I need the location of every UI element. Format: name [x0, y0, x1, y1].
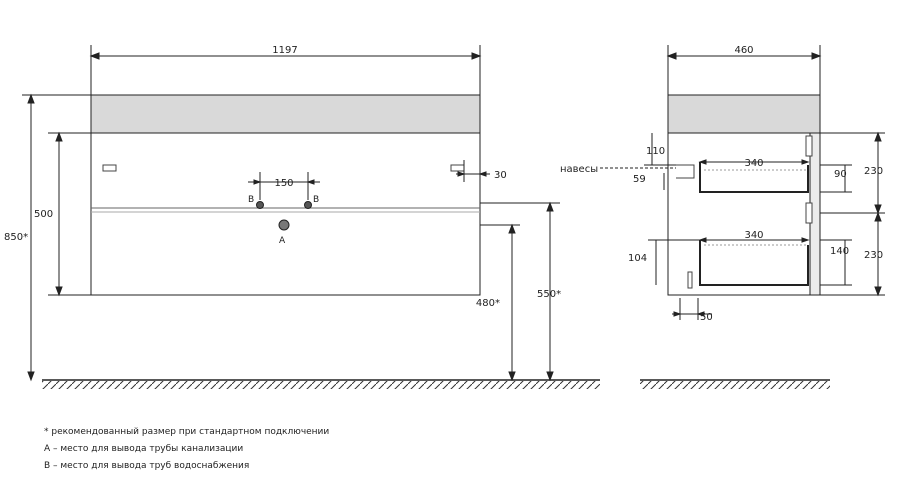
front-hanger-left — [102, 164, 117, 172]
dim-104: 104 — [628, 253, 647, 264]
dim-59: 59 — [633, 174, 646, 185]
side-countertop — [667, 94, 821, 134]
front-countertop — [90, 94, 481, 134]
label-b-left: B — [248, 195, 254, 205]
front-hole-b-right — [304, 201, 312, 209]
dim-50: 50 — [700, 312, 713, 323]
dim-height-total: 850* — [4, 232, 28, 243]
front-hole-b-left — [256, 201, 264, 209]
side-view — [600, 45, 885, 389]
dim-110: 110 — [646, 146, 665, 157]
dim-drain-height: 480* — [476, 298, 500, 309]
dim-90: 90 — [834, 169, 847, 180]
side-drawer-bottom — [699, 240, 809, 286]
front-hanger-right — [450, 164, 465, 172]
front-view — [22, 45, 600, 389]
dim-drawer-bottom-depth: 340 — [744, 230, 763, 241]
dim-hole-spacing: 150 — [274, 178, 293, 189]
dim-drawer-top-depth: 340 — [744, 158, 763, 169]
side-body — [667, 132, 811, 296]
front-floor-hatch — [42, 381, 600, 389]
label-hangers: навесы — [560, 164, 598, 175]
dim-height-body: 500 — [34, 209, 53, 220]
side-drawer-top — [699, 162, 809, 193]
dim-width-front: 1197 — [272, 45, 297, 56]
label-a: A — [279, 236, 286, 246]
front-body — [90, 132, 481, 296]
note-a: А – место для вывода трубы канализации — [44, 444, 244, 454]
dim-230-top: 230 — [864, 166, 883, 177]
note-b: В – место для вывода труб водоснабжения — [44, 461, 250, 471]
side-floor-hatch — [640, 381, 830, 389]
note-recommended: * рекомендованный размер при стандартном… — [44, 427, 330, 437]
dim-supply-height: 550* — [537, 289, 561, 300]
dim-140: 140 — [830, 246, 849, 257]
dim-230-bottom: 230 — [864, 250, 883, 261]
label-b-right: B — [313, 195, 319, 205]
front-hole-a — [278, 219, 290, 231]
dim-hanger-offset: 30 — [494, 170, 507, 181]
dim-depth-side: 460 — [734, 45, 753, 56]
legend-notes: * рекомендованный размер при стандартном… — [44, 424, 329, 475]
